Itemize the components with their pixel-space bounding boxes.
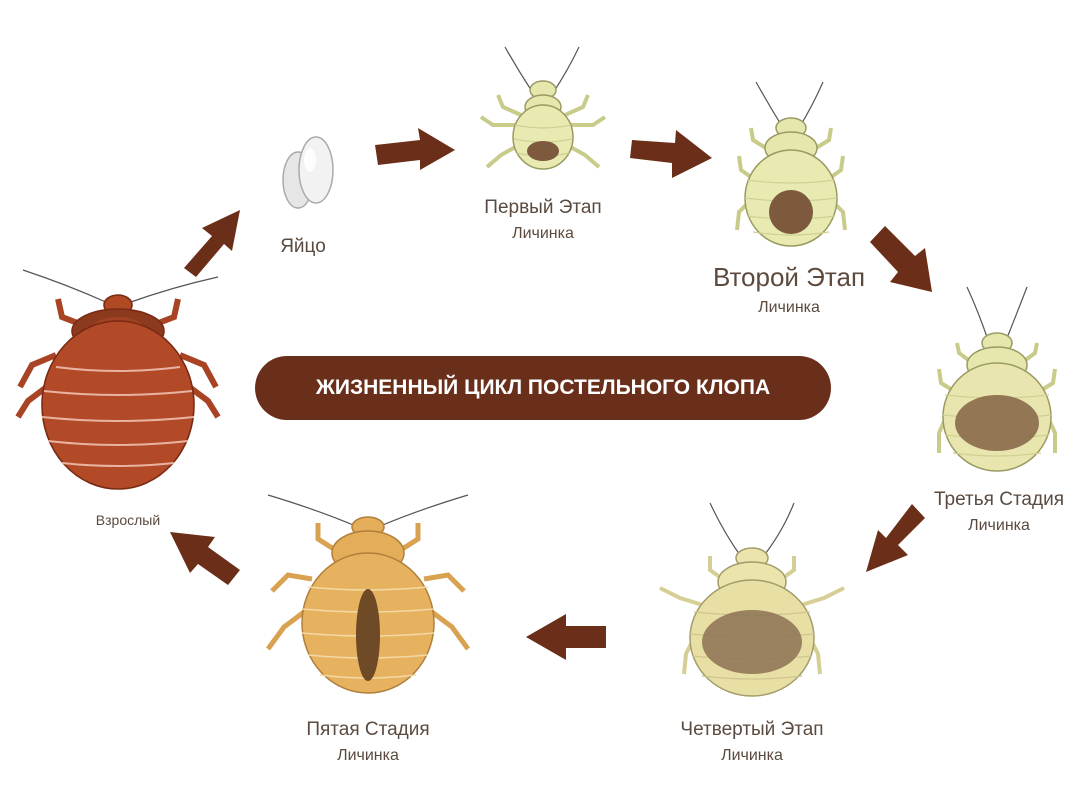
stage-name: Второй Этап (712, 262, 866, 292)
adult-label: Взрослый (96, 512, 160, 528)
stage-type: Личинка (337, 746, 399, 764)
title-banner: ЖИЗНЕННЫЙ ЦИКЛ ПОСТЕЛЬНОГО КЛОПА (255, 356, 831, 420)
fifth-stage-label: Пятая Стадия Личинка (306, 719, 429, 765)
diagram-title: ЖИЗНЕННЫЙ ЦИКЛ ПОСТЕЛЬНОГО КЛОПА (315, 376, 771, 399)
egg-icon (282, 136, 334, 209)
arrow-icon (170, 532, 240, 585)
adult-bedbug-icon (15, 269, 221, 490)
nymph-icon (265, 494, 471, 694)
nymph-icon (479, 46, 607, 170)
stage-type: Личинка (721, 746, 783, 764)
arrow-icon (866, 504, 925, 572)
stage-name: Яйцо (280, 236, 326, 257)
third-stage-label: Третья Стадия Личинка (934, 489, 1064, 535)
stage-name: Третья Стадия (934, 489, 1064, 510)
fourth-stage-label: Четвертый Этап Личинка (680, 719, 823, 765)
second-stage-label: Второй Этап Личинка (712, 262, 866, 317)
arrow-icon (184, 210, 240, 277)
stage-name: Взрослый (95, 512, 161, 528)
stage-name: Первый Этап (484, 197, 602, 218)
stage-type: Личинка (512, 224, 574, 242)
arrow-icon (375, 128, 455, 170)
stage-type: Личинка (968, 516, 1030, 534)
nymph-icon (659, 502, 845, 697)
stage-type: Личинка (758, 298, 820, 316)
arrow-icon (630, 130, 712, 178)
nymph-icon (937, 286, 1057, 472)
arrow-icon (526, 614, 606, 660)
nymph-icon (735, 81, 847, 247)
arrow-icon (870, 226, 932, 292)
stage-name: Четвертый Этап (680, 719, 824, 740)
first-stage-label: Первый Этап Личинка (484, 197, 601, 243)
stage-name: Пятая Стадия (306, 719, 430, 740)
egg-label: Яйцо (280, 236, 326, 258)
